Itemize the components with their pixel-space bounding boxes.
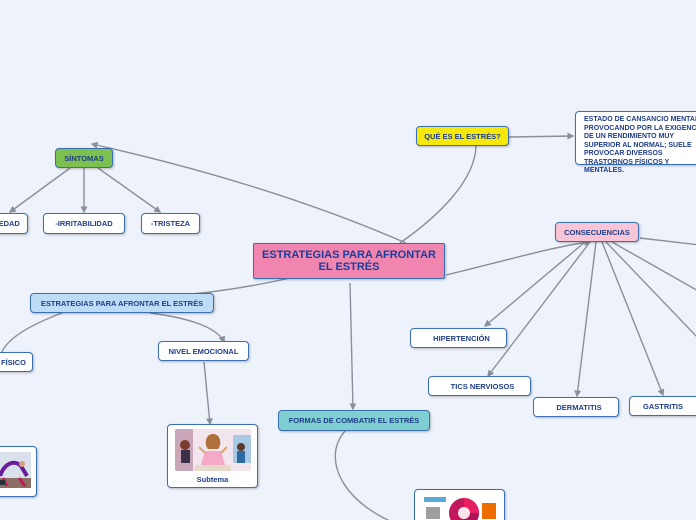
- sintomas-label: SÍNTOMAS: [64, 153, 104, 163]
- sintoma-ansiedad[interactable]: -ANSIEDAD: [0, 213, 28, 234]
- link-consecuencias-off-3: [639, 237, 696, 246]
- consecuencia-hipertencion-label: HIPERTENCIÓN: [433, 333, 490, 343]
- consecuencias-node[interactable]: CONSECUENCIAS: [555, 222, 639, 242]
- consecuencia-tics-label: TICS NERVIOSOS: [450, 381, 515, 391]
- estrategias-label: ESTRATEGIAS PARA AFRONTAR EL ESTRÉS: [40, 298, 204, 308]
- root-node[interactable]: ESTRATEGIAS PARA AFRONTAR EL ESTRÉS: [253, 243, 445, 279]
- sintoma-ansiedad-label: -ANSIEDAD: [0, 219, 20, 228]
- formas-node[interactable]: FORMAS DE COMBATIR EL ESTRÉS: [278, 410, 430, 431]
- consecuencia-tics[interactable]: TICS NERVIOSOS: [428, 376, 531, 396]
- que-es-label: QUÉ ES EL ESTRÉS?: [424, 131, 501, 141]
- que-es-node[interactable]: QUÉ ES EL ESTRÉS?: [416, 126, 509, 146]
- sintomas-node[interactable]: SÍNTOMAS: [55, 148, 113, 168]
- consecuencia-dermatitis-label: DERMATITIS: [556, 402, 602, 412]
- link-consecuencias-off-1: [605, 241, 696, 337]
- definition-text: ESTADO DE CANSANCIO MENTAL PROVOCANDO PO…: [584, 116, 696, 174]
- exercise-picture: [0, 452, 31, 488]
- consecuencia-gastritis-label: GASTRITIS: [643, 401, 684, 411]
- sintoma-tristeza-label: -TRISTEZA: [150, 219, 191, 228]
- link-consecuencias-hipertencion: [483, 241, 586, 327]
- sintoma-tristeza[interactable]: -TRISTEZA: [141, 213, 200, 234]
- link-consecuencias-tics: [487, 241, 591, 378]
- link-estrategias-fisico: [1, 312, 63, 353]
- consecuencia-gastritis[interactable]: GASTRITIS: [629, 396, 696, 416]
- link-sintomas-tristeza: [97, 167, 162, 213]
- link-sintomas-ansiedad: [8, 167, 71, 213]
- sintoma-irritabilidad-label: -IRRITABILIDAD: [55, 219, 113, 228]
- link-que-es-definition: [508, 132, 575, 140]
- link-root-formas: [349, 282, 357, 411]
- nivel-emocional-node[interactable]: NIVEL EMOCIONAL: [158, 341, 249, 361]
- nivel-fisico-label: NIVEL FÍSICO: [0, 357, 26, 367]
- infographic-illustration: [421, 495, 498, 520]
- consecuencia-hipertencion[interactable]: HIPERTENCIÓN: [410, 328, 507, 348]
- link-root-que-es: [399, 145, 477, 244]
- nivel-emocional-label: NIVEL EMOCIONAL: [168, 346, 239, 356]
- link-consecuencias-gastritis: [601, 241, 665, 397]
- root-title: ESTRATEGIAS PARA AFRONTAR EL ESTRÉS: [262, 249, 436, 273]
- link-consecuencias-dermatitis: [574, 241, 597, 398]
- formas-image-node[interactable]: [414, 489, 505, 520]
- nivel-fisico-node[interactable]: NIVEL FÍSICO: [0, 352, 33, 372]
- definition-node[interactable]: ESTADO DE CANSANCIO MENTAL PROVOCANDO PO…: [575, 111, 696, 174]
- link-consecuencias-off-2: [611, 241, 696, 291]
- exercise-illustration: [0, 452, 31, 488]
- link-emocional-subtema: [203, 361, 213, 426]
- subtema-caption: Subtema: [196, 475, 229, 484]
- link-formas-image: [334, 430, 390, 520]
- sintoma-irritabilidad[interactable]: -IRRITABILIDAD: [43, 213, 125, 234]
- link-estrategias-emocional: [149, 312, 226, 344]
- meditation-picture: [174, 429, 251, 471]
- formas-label: FORMAS DE COMBATIR EL ESTRÉS: [288, 416, 420, 425]
- meditation-illustration: [174, 429, 251, 471]
- estrategias-node[interactable]: ESTRATEGIAS PARA AFRONTAR EL ESTRÉS: [30, 293, 214, 313]
- fisico-image-node[interactable]: [0, 446, 37, 497]
- link-root-consecuencias: [445, 239, 592, 276]
- consecuencia-dermatitis[interactable]: DERMATITIS: [533, 397, 619, 417]
- consecuencias-label: CONSECUENCIAS: [564, 227, 630, 237]
- subtema-image-node[interactable]: Subtema: [167, 424, 258, 488]
- link-root-sintomas: [90, 141, 407, 244]
